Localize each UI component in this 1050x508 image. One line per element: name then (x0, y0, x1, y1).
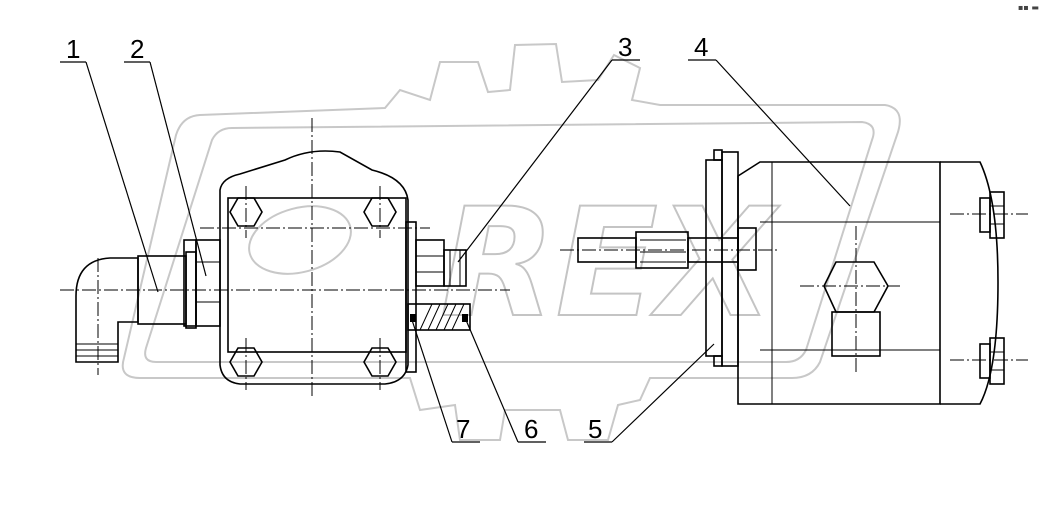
nut (183, 239, 221, 327)
callout-7-label: 7 (456, 414, 470, 444)
elbow-fitting (75, 251, 197, 375)
callout-7: 7 (411, 319, 480, 444)
callout-2: 2 (124, 34, 207, 277)
callout-3-label: 3 (618, 32, 632, 62)
bolt-bottom-left (229, 338, 263, 390)
threaded-fitting (415, 239, 467, 287)
callout-1-label: 1 (66, 34, 80, 64)
watermark-text: REX (440, 177, 780, 351)
bolt-top-right (363, 186, 397, 238)
seal-ring-6 (462, 314, 468, 322)
watermark-logo: REX (121, 42, 901, 441)
spacer-section (407, 303, 471, 331)
bolt-top-left (229, 186, 263, 238)
motor-bolt-top (950, 191, 1028, 239)
callout-2-label: 2 (130, 34, 144, 64)
callout-5: 5 (584, 343, 715, 444)
seal-ring-7 (410, 314, 416, 322)
callout-5-label: 5 (588, 414, 602, 444)
callout-4-label: 4 (694, 32, 708, 62)
callout-4: 4 (688, 32, 851, 207)
callout-6-label: 6 (524, 414, 538, 444)
callout-3: 3 (457, 32, 640, 263)
callout-6: 6 (465, 319, 546, 444)
pump-body (60, 118, 510, 398)
motor-bolt-bottom (950, 337, 1028, 385)
drive-shaft (560, 227, 780, 271)
hydraulic-motor (737, 161, 999, 405)
callout-1: 1 (60, 34, 159, 293)
bolt-bottom-right (363, 338, 397, 390)
corner-mark: ▪▪ ▬ (1018, 3, 1039, 12)
